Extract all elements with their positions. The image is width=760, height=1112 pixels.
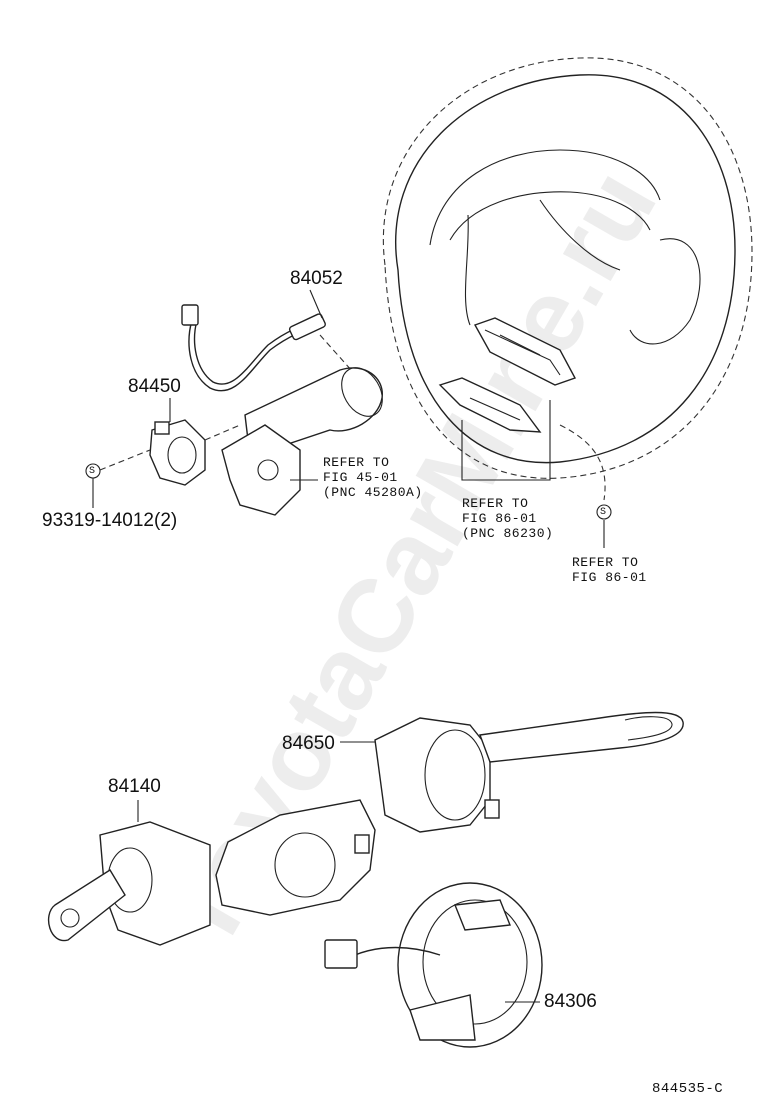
switch-base [215,799,376,916]
wire-harness-84052 [181,289,326,392]
label-84450: 84450 [128,376,181,397]
leader-screw-right [559,424,606,501]
part-84450 [149,419,206,486]
label-84052: 84052 [290,268,343,289]
reference-fig86b-line1: REFER TO [572,555,639,570]
reference-fig86a-line2: FIG 86-01 [462,511,537,526]
screw-letter-left: S [89,466,96,477]
steering-wheel [382,57,753,479]
pad-switch-bracket [438,377,542,433]
reference-fig86b: REFER TO FIG 86-01 [572,555,647,585]
reference-fig86a: REFER TO FIG 86-01 (PNC 86230) [462,496,553,541]
part-84306 [324,882,543,1048]
pad-switch [473,317,577,386]
reference-fig45-line3: (PNC 45280A) [323,485,423,500]
screw-symbol-right [596,504,612,520]
label-84650: 84650 [282,733,335,754]
reference-fig45-line2: FIG 45-01 [323,470,398,485]
label-84306: 84306 [544,991,597,1012]
label-84140: 84140 [108,776,161,797]
part-84650 [374,711,684,833]
diagram-id: 844535-C [652,1081,724,1097]
column-cover [221,367,383,516]
leader-fig86a [461,400,551,481]
reference-fig86b-line2: FIG 86-01 [572,570,647,585]
part-84140 [47,821,211,946]
screw-letter-right: S [600,507,607,518]
leader-screw-left-dash [99,449,151,471]
reference-fig45-line1: REFER TO [323,455,390,470]
leader-84450-dash [204,424,241,441]
label-93319: 93319-14012(2) [42,510,178,531]
reference-fig86a-line3: (PNC 86230) [462,526,554,541]
reference-fig45: REFER TO FIG 45-01 (PNC 45280A) [323,455,423,500]
reference-fig86a-line1: REFER TO [462,496,529,511]
